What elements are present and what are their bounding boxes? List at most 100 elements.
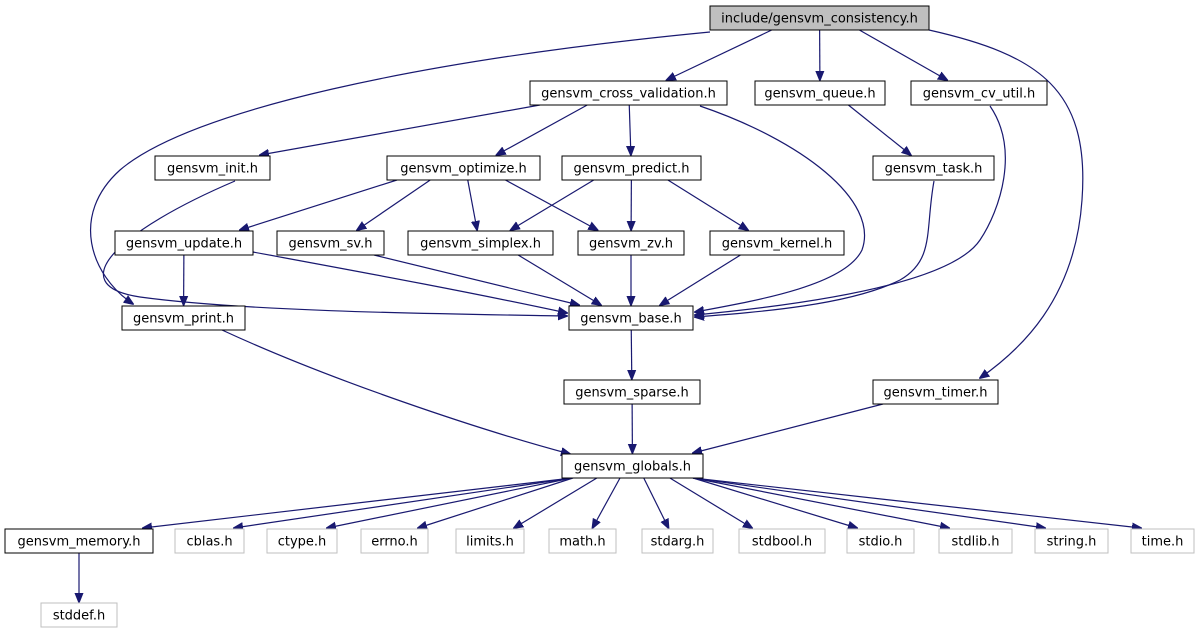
- edge-cv_util-to-base: [695, 105, 1006, 315]
- node-consistency[interactable]: include/gensvm_consistency.h: [709, 5, 930, 31]
- node-label-task: gensvm_task.h: [885, 162, 983, 177]
- node-box-memory: [4, 528, 154, 554]
- edge-cross_validation-to-optimize: [497, 104, 588, 155]
- edge-cross_validation-to-predict: [629, 104, 631, 155]
- edge-globals-to-ctype: [327, 477, 573, 528]
- edge-print-to-globals: [221, 329, 570, 454]
- node-label-stddef: stddef.h: [53, 609, 105, 624]
- node-label-math: math.h: [559, 535, 605, 550]
- node-label-simplex: gensvm_simplex.h: [420, 237, 541, 252]
- node-sparse[interactable]: gensvm_sparse.h: [563, 379, 701, 405]
- node-math: math.h: [548, 528, 617, 554]
- edge-base-to-sparse: [631, 329, 632, 379]
- node-box-ctype: [266, 528, 338, 554]
- node-label-ctype: ctype.h: [278, 535, 327, 550]
- node-label-stdlib: stdlib.h: [952, 535, 1000, 550]
- node-queue[interactable]: gensvm_queue.h: [754, 80, 886, 106]
- edge-globals-to-limits: [514, 477, 598, 528]
- node-predict[interactable]: gensvm_predict.h: [561, 155, 702, 181]
- node-layer: include/gensvm_consistency.h gensvm_cross…: [4, 5, 1195, 628]
- node-label-stdarg: stdarg.h: [651, 535, 705, 550]
- edge-optimize-to-update: [240, 179, 398, 230]
- node-label-zv: gensvm_zv.h: [589, 237, 673, 252]
- node-box-queue: [754, 80, 886, 106]
- node-label-consistency: include/gensvm_consistency.h: [721, 12, 918, 27]
- edge-timer-to-globals: [693, 403, 884, 453]
- edge-globals-to-math: [593, 477, 621, 528]
- node-box-sv: [276, 230, 385, 256]
- node-label-cross_validation: gensvm_cross_validation.h: [541, 87, 716, 102]
- node-box-stdlib: [938, 528, 1013, 554]
- node-base[interactable]: gensvm_base.h: [568, 305, 694, 331]
- edge-globals-to-stdbool: [669, 477, 752, 528]
- node-cross_validation[interactable]: gensvm_cross_validation.h: [529, 80, 728, 106]
- edge-globals-to-stdarg: [643, 477, 669, 528]
- node-print[interactable]: gensvm_print.h: [121, 305, 246, 331]
- node-errno: errno.h: [360, 528, 429, 554]
- node-label-init: gensvm_init.h: [167, 162, 258, 177]
- node-zv[interactable]: gensvm_zv.h: [577, 230, 685, 256]
- edge-consistency-to-cv_util: [859, 29, 947, 80]
- edge-cross_validation-to-base: [695, 105, 866, 312]
- node-box-errno: [360, 528, 429, 554]
- node-label-limits: limits.h: [466, 535, 514, 550]
- node-box-cross_validation: [529, 80, 728, 106]
- node-label-print: gensvm_print.h: [133, 312, 234, 327]
- node-box-optimize: [386, 155, 541, 181]
- node-box-stdio: [846, 528, 915, 554]
- node-stdbool: stdbool.h: [738, 528, 826, 554]
- node-sv[interactable]: gensvm_sv.h: [276, 230, 385, 256]
- edge-cross_validation-to-init: [260, 104, 541, 155]
- edge-globals-to-stdlib: [692, 477, 949, 528]
- edge-globals-to-memory: [143, 477, 573, 528]
- node-label-memory: gensvm_memory.h: [18, 535, 141, 550]
- node-globals[interactable]: gensvm_globals.h: [561, 453, 704, 479]
- edge-globals-to-stdio: [692, 477, 857, 528]
- node-stdio: stdio.h: [846, 528, 915, 554]
- node-stdarg: stdarg.h: [641, 528, 714, 554]
- edge-globals-to-string: [692, 477, 1045, 528]
- node-update[interactable]: gensvm_update.h: [114, 230, 254, 256]
- edge-update-to-base: [252, 251, 567, 313]
- edge-consistency-to-print: [89, 31, 711, 304]
- node-box-update: [114, 230, 254, 256]
- node-stdlib: stdlib.h: [938, 528, 1013, 554]
- node-label-stdio: stdio.h: [859, 535, 903, 550]
- node-label-base: gensvm_base.h: [580, 312, 681, 327]
- node-simplex[interactable]: gensvm_simplex.h: [407, 230, 554, 256]
- node-label-update: gensvm_update.h: [126, 237, 242, 252]
- node-optimize[interactable]: gensvm_optimize.h: [386, 155, 541, 181]
- node-box-print: [121, 305, 246, 331]
- node-box-cblas: [174, 528, 245, 554]
- node-box-stdbool: [738, 528, 826, 554]
- node-box-string: [1034, 528, 1109, 554]
- edge-optimize-to-sv: [357, 179, 431, 230]
- node-box-kernel: [709, 230, 845, 256]
- node-stddef: stddef.h: [40, 602, 118, 628]
- node-string: string.h: [1034, 528, 1109, 554]
- node-kernel[interactable]: gensvm_kernel.h: [709, 230, 845, 256]
- node-box-math: [548, 528, 617, 554]
- node-timer[interactable]: gensvm_timer.h: [872, 379, 999, 405]
- node-box-timer: [872, 379, 999, 405]
- edge-simplex-to-base: [517, 254, 601, 305]
- edge-queue-to-task: [847, 104, 910, 155]
- node-box-limits: [455, 528, 525, 554]
- node-task[interactable]: gensvm_task.h: [872, 155, 995, 181]
- node-label-cv_util: gensvm_cv_util.h: [923, 87, 1035, 102]
- node-label-sparse: gensvm_sparse.h: [575, 386, 689, 401]
- node-cv_util[interactable]: gensvm_cv_util.h: [910, 80, 1048, 106]
- edge-consistency-to-cross_validation: [667, 29, 773, 80]
- node-box-task: [872, 155, 995, 181]
- node-init[interactable]: gensvm_init.h: [154, 155, 271, 181]
- node-box-time: [1130, 528, 1195, 554]
- node-memory[interactable]: gensvm_memory.h: [4, 528, 154, 554]
- edge-globals-to-time: [692, 477, 1141, 528]
- node-box-cv_util: [910, 80, 1048, 106]
- node-label-queue: gensvm_queue.h: [764, 87, 875, 102]
- edge-task-to-base: [695, 180, 935, 317]
- node-box-globals: [561, 453, 704, 479]
- edge-predict-to-kernel: [667, 179, 748, 230]
- node-label-errno: errno.h: [371, 535, 418, 550]
